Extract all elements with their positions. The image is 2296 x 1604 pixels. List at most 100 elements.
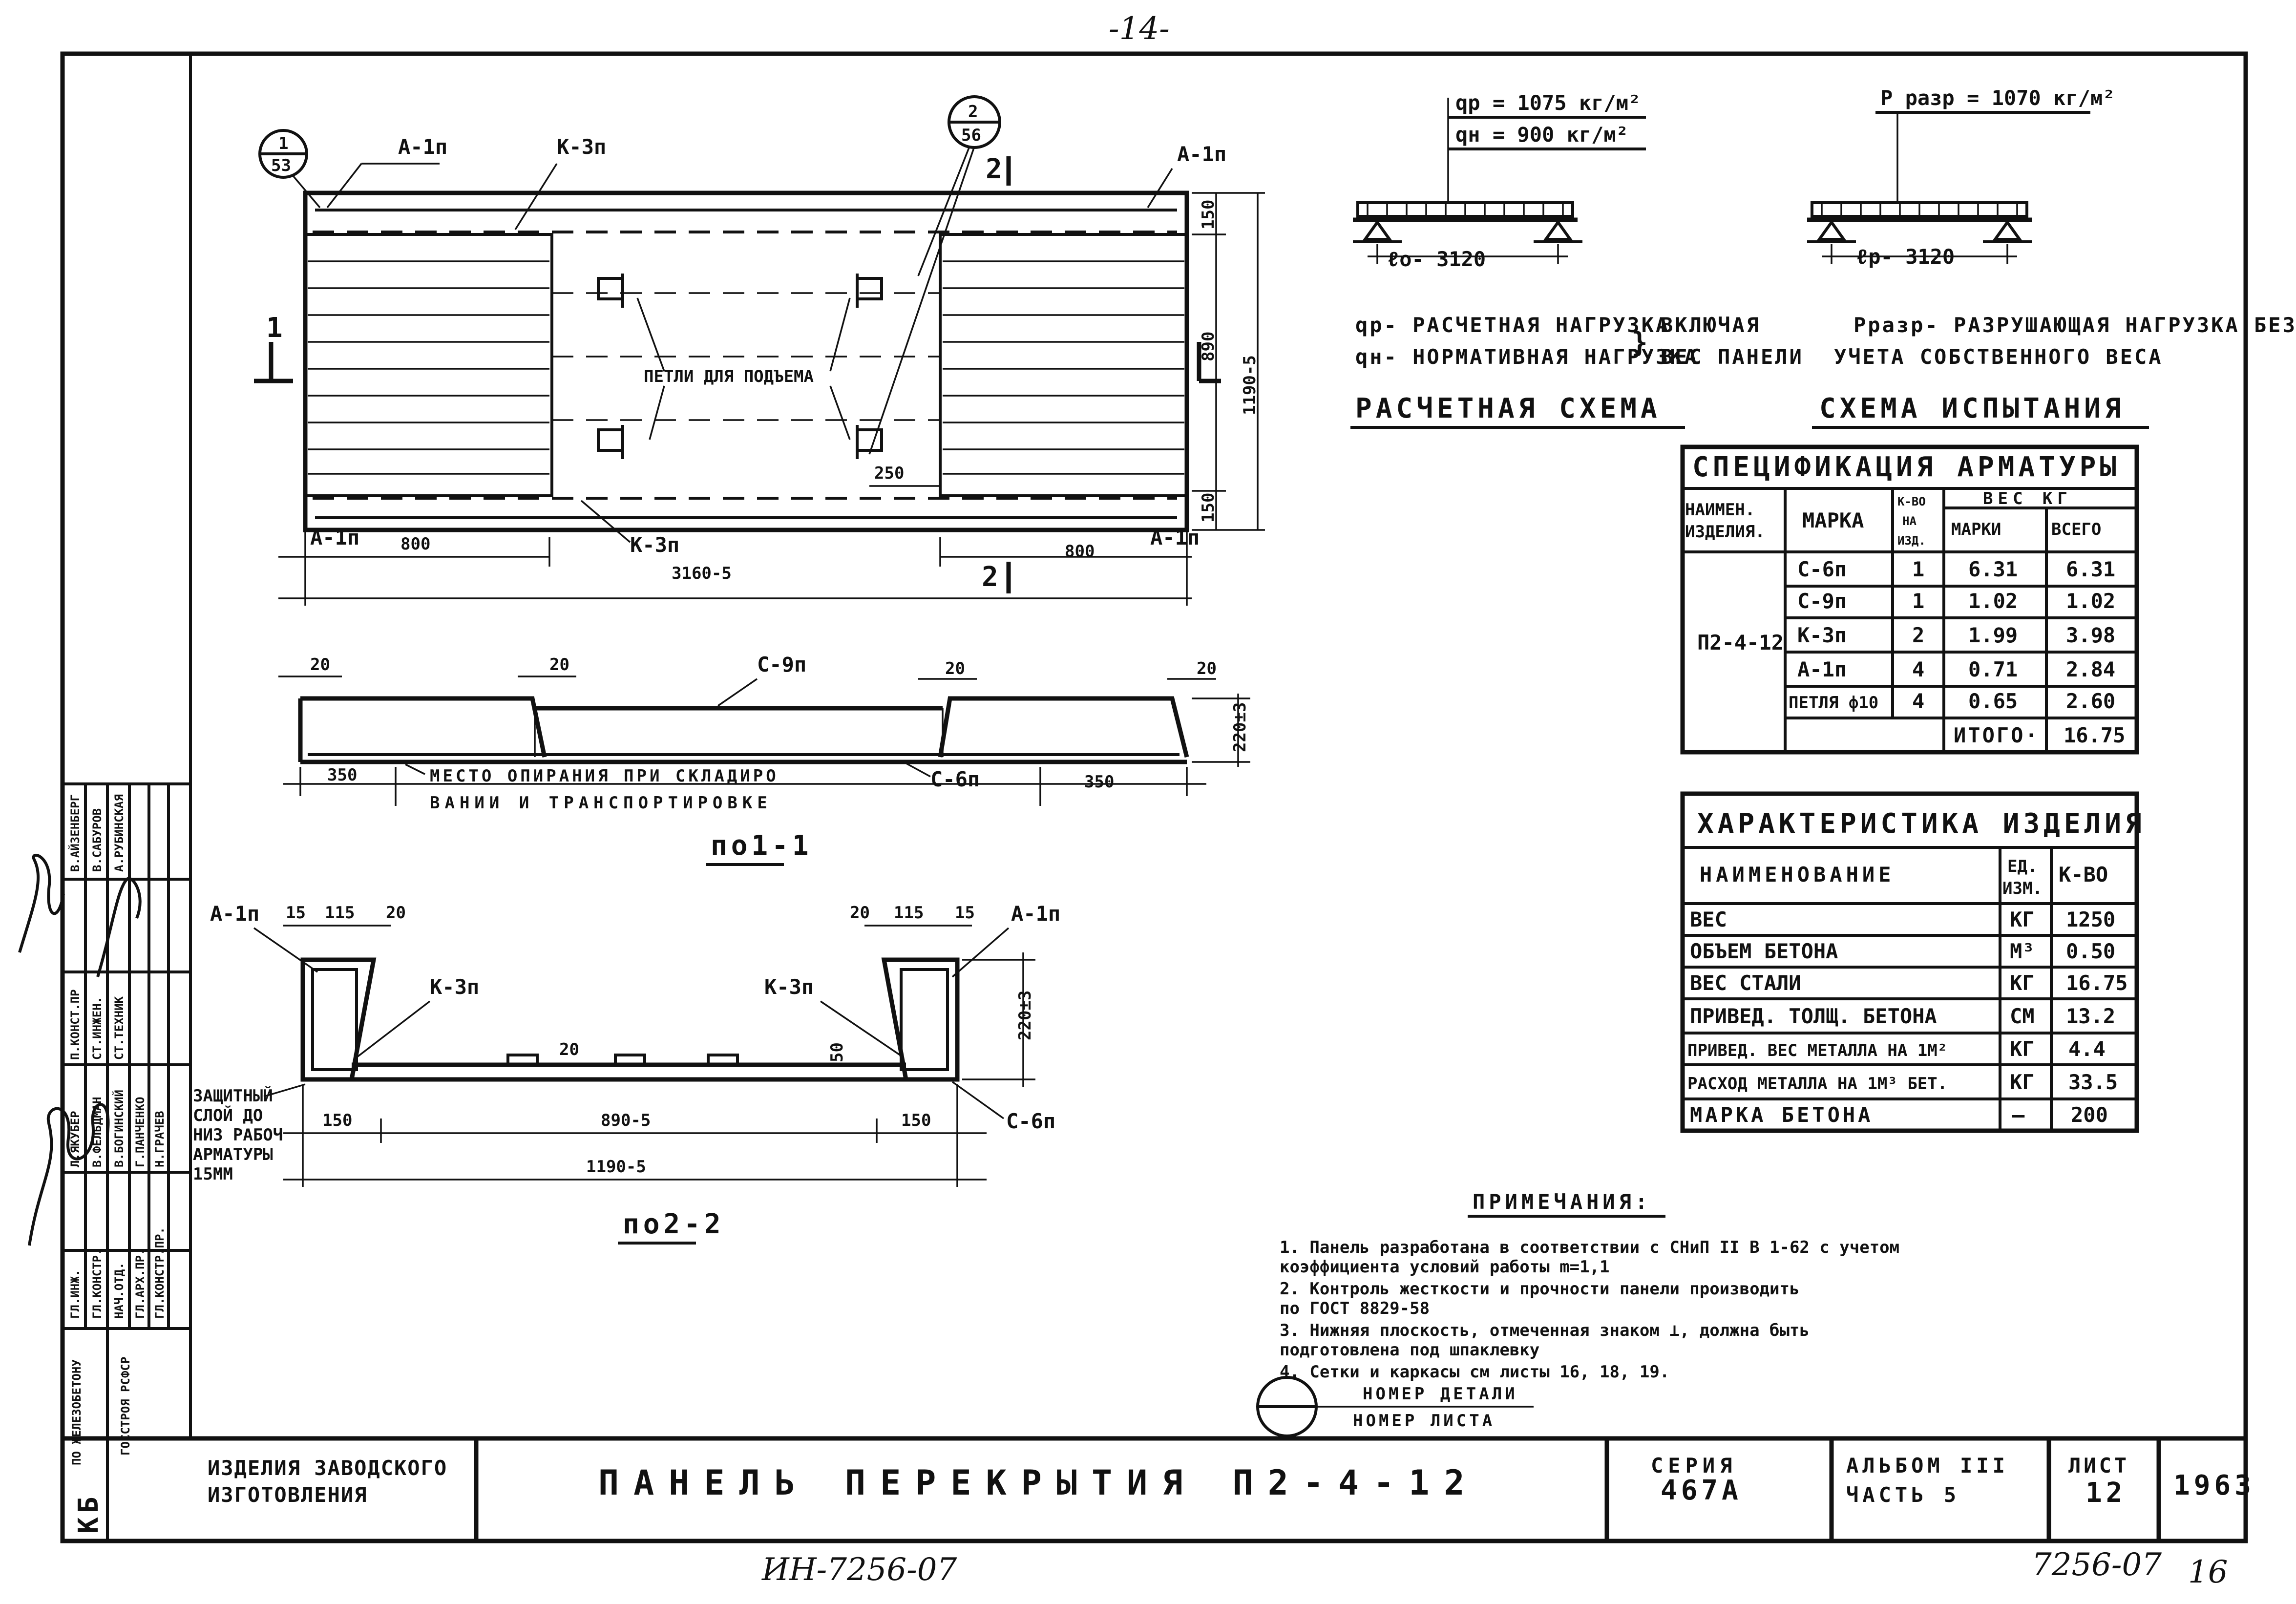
svg-text:ОБЪЕМ БЕТОНА: ОБЪЕМ БЕТОНА	[1690, 939, 1838, 963]
svg-text:2: 2	[1912, 623, 1924, 647]
cover-note-3: АРМАТУРЫ	[193, 1145, 273, 1164]
svg-text:150: 150	[1199, 493, 1218, 523]
part-label: ЧАСТЬ 5	[1846, 1483, 1960, 1507]
note-line-0: 1. Панель разработана в соответствии с С…	[1280, 1238, 1899, 1257]
org-strip: ПО ЖЕЛЕЗОБЕТОНУ ГОССТРОЯ РСФСР КБ	[63, 1327, 190, 1541]
char-title: ХАРАКТЕРИСТИКА ИЗДЕЛИЯ	[1697, 808, 2146, 840]
svg-text:1250: 1250	[2066, 908, 2115, 931]
svg-text:150: 150	[322, 1111, 352, 1130]
characteristics-table: ХАРАКТЕРИСТИКА ИЗДЕЛИЯ НАИМЕНОВАНИЕ ЕД. …	[1680, 791, 2146, 1133]
handwritten-signature	[96, 877, 142, 977]
archive-code: ИН-7256-07	[761, 1552, 957, 1588]
series-label: СЕРИЯ	[1651, 1454, 1737, 1477]
svg-text:56: 56	[961, 126, 981, 145]
note-line-3: по ГОСТ 8829-58	[1280, 1299, 1430, 1318]
svg-text:20: 20	[386, 903, 406, 923]
svg-text:В.АЙЗЕНБЕРГ: В.АЙЗЕНБЕРГ	[68, 794, 82, 872]
lifting-loop	[856, 428, 883, 452]
svg-text:ЕД.: ЕД.	[2007, 857, 2037, 876]
spec-product: П2-4-12	[1697, 631, 1784, 654]
org-line-2: ИЗГОТОВЛЕНИЯ	[208, 1483, 367, 1507]
outer-frame	[60, 51, 2248, 1543]
svg-text:53: 53	[271, 156, 291, 175]
svg-text:1: 1	[266, 312, 287, 344]
svg-text:15: 15	[286, 903, 306, 923]
album-label: АЛЬБОМ III	[1846, 1454, 2009, 1477]
svg-text:1: 1	[1912, 557, 1924, 581]
label-a1n-bottom-right: А-1п	[1150, 526, 1200, 549]
notes-title: ПРИМЕЧАНИЯ:	[1473, 1190, 1651, 1214]
svg-text:2: 2	[968, 102, 978, 122]
cover-note-0: ЗАЩИТНЫЙ	[193, 1086, 273, 1106]
svg-text:ПРИВЕД. ТОЛЩ. БЕТОНА: ПРИВЕД. ТОЛЩ. БЕТОНА	[1690, 1004, 1937, 1028]
callout-1-53	[258, 129, 308, 179]
svg-text:С-6п: С-6п	[1797, 557, 1847, 581]
calc-span: ℓо- 3120	[1387, 247, 1486, 271]
svg-text:1190-5: 1190-5	[1240, 355, 1260, 415]
svg-text:6.31: 6.31	[1968, 557, 2018, 581]
sheet-label: ЛИСТ	[2068, 1454, 2129, 1477]
svg-text:2.84: 2.84	[2066, 657, 2115, 681]
svg-text:50: 50	[827, 1042, 847, 1062]
test-scheme: Р разр = 1070 кг/м² ℓр- 3120 Рразр- РАЗР…	[1807, 86, 2296, 429]
signature-block: ГЛ.ИНЖ. ГЛ.КОНСТР. НАЧ.ОТД. ГЛ.АРХ.ПР. Г…	[18, 782, 190, 1330]
label-k3n-bottom: К-3п	[630, 533, 679, 557]
svg-text:РАСХОД МЕТАЛЛА НА 1М³ БЕТ.: РАСХОД МЕТАЛЛА НА 1М³ БЕТ.	[1687, 1074, 1947, 1094]
rib-block-right	[939, 233, 1188, 497]
svg-text:2.60: 2.60	[2066, 689, 2115, 713]
svg-text:ВЕС СТАЛИ: ВЕС СТАЛИ	[1690, 971, 1801, 995]
svg-text:115: 115	[325, 903, 355, 923]
note-line-5: подготовлена под шпаклевку	[1280, 1340, 1539, 1360]
test-legend1: Рразр- РАЗРУШАЮЩАЯ НАГРУЗКА БЕЗ	[1854, 313, 2296, 337]
svg-text:ИЗДЕЛИЯ.: ИЗДЕЛИЯ.	[1685, 522, 1765, 542]
svg-text:КГ: КГ	[2010, 908, 2035, 931]
svg-text:115: 115	[894, 903, 924, 923]
svg-text:А.РУБИНСКАЯ: А.РУБИНСКАЯ	[112, 794, 126, 872]
legend-qr: qр- РАСЧЕТНАЯ НАГРУЗКА	[1355, 313, 1670, 337]
vertical-org-2: ГОССТРОЯ РСФСР	[119, 1357, 132, 1456]
note-line-6: 4. Сетки и каркасы см листы 16, 18, 19.	[1280, 1362, 1669, 1382]
calc-scheme: qр = 1075 кг/м² qн = 900 кг/м² ℓо- 3120 …	[1350, 91, 1802, 429]
label-c9n: С-9п	[757, 653, 806, 676]
section-2-2: А-1п А-1п 15 115 20 20 115 15 К-3п К-3п …	[193, 902, 1060, 1245]
drawing-name: ПАНЕЛЬ ПЕРЕКРЫТИЯ П2-4-12	[598, 1463, 1479, 1503]
handwritten-signature	[28, 1103, 110, 1246]
test-p: Р разр = 1070 кг/м²	[1880, 86, 2115, 110]
svg-text:2: 2	[982, 561, 1002, 593]
label-a1n-top-right: А-1п	[1177, 142, 1226, 166]
calc-qr: qр = 1075 кг/м²	[1455, 91, 1641, 115]
svg-text:В.БОГИНСКИЙ: В.БОГИНСКИЙ	[112, 1090, 126, 1167]
svg-text:МАРКИ: МАРКИ	[1951, 520, 2001, 539]
svg-text:2: 2	[986, 153, 1006, 185]
svg-text:К-3п: К-3п	[1797, 623, 1847, 647]
support-note-line2: ВАНИИ И ТРАНСПОРТИРОВКЕ	[430, 793, 772, 813]
svg-text:ГЛ.АРХ.ПР.: ГЛ.АРХ.ПР.	[133, 1248, 147, 1319]
svg-text:КГ: КГ	[2010, 971, 2035, 995]
svg-text:ИТОГО·: ИТОГО·	[1954, 723, 2040, 747]
archive-code-right: 7256-07	[2032, 1547, 2162, 1583]
org-line-1: ИЗДЕЛИЯ ЗАВОДСКОГО	[208, 1456, 447, 1480]
cover-note-4: 15ММ	[193, 1164, 233, 1184]
svg-text:КГ: КГ	[2010, 1037, 2035, 1061]
test-legend2: УЧЕТА СОБСТВЕННОГО ВЕСА	[1834, 345, 2163, 369]
svg-text:П.КОНСТ.ПР: П.КОНСТ.ПР	[68, 990, 82, 1060]
svg-text:150: 150	[901, 1111, 931, 1130]
note-line-1: коэффициента условий работы m=1,1	[1280, 1257, 1610, 1277]
svg-text:250: 250	[874, 464, 904, 483]
svg-text:1190-5: 1190-5	[586, 1157, 646, 1177]
svg-text:3160-5: 3160-5	[672, 564, 732, 583]
test-scheme-title: СХЕМА ИСПЫТАНИЯ	[1819, 393, 2125, 424]
svg-text:16.75: 16.75	[2066, 971, 2127, 995]
svg-text:ИЗД.: ИЗД.	[1897, 534, 1926, 548]
svg-text:НАИМЕН.: НАИМЕН.	[1685, 500, 1755, 520]
svg-text:НА: НА	[1902, 514, 1917, 528]
svg-text:ПЕТЛЯ ф10: ПЕТЛЯ ф10	[1789, 693, 1878, 713]
sheet-number: 12	[2085, 1477, 2126, 1509]
svg-text:С-9п: С-9п	[1797, 589, 1847, 613]
svg-text:3.98: 3.98	[2066, 623, 2115, 647]
svg-text:ГЛ.КОНСТР.ПР.: ГЛ.КОНСТР.ПР.	[153, 1227, 167, 1319]
svg-text:Н.ГРАЧЕВ: Н.ГРАЧЕВ	[153, 1111, 167, 1167]
svg-text:ГЛ.КОНСТР.: ГЛ.КОНСТР.	[90, 1248, 104, 1319]
kb-logo: КБ	[73, 1493, 105, 1534]
svg-text:0.65: 0.65	[1968, 689, 2018, 713]
